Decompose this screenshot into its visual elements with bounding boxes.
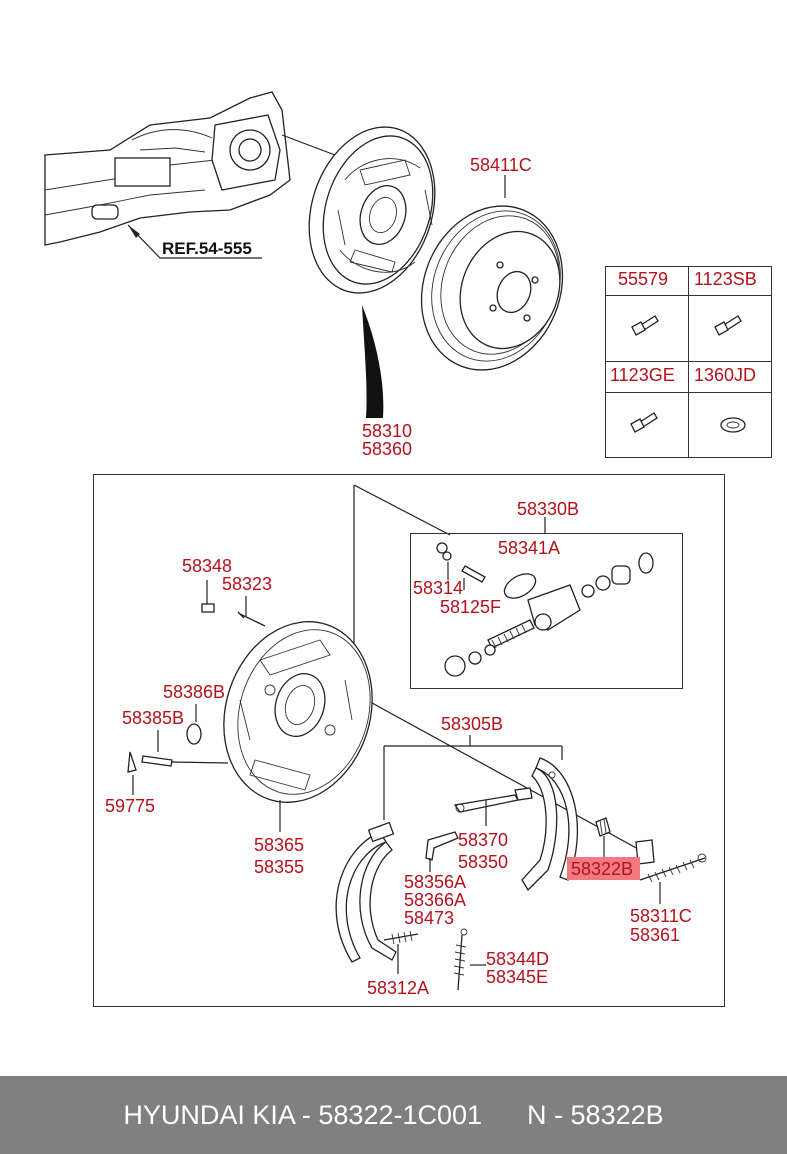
- parking-lever-drawing: [453, 787, 533, 813]
- wheel-cylinder-drawing: [436, 542, 654, 677]
- label-58355: 58355: [254, 857, 304, 877]
- bolt-icon-1123sb: [714, 315, 742, 336]
- brake-drum-drawing: [420, 205, 564, 371]
- label-58341a: 58341A: [498, 538, 560, 558]
- label-58323: 58323: [222, 574, 272, 594]
- brake-assembly-drawing: [308, 126, 436, 294]
- bolt-icon-1123ge: [630, 412, 658, 433]
- label-58305b: 58305B: [441, 714, 503, 734]
- pin-drawings: [201, 603, 266, 627]
- brake-shoe-right-drawing: [521, 757, 579, 892]
- label-58385b: 58385B: [122, 708, 184, 728]
- backing-plate-drawing: [223, 621, 373, 803]
- table-55579: 55579: [618, 269, 668, 289]
- fastener-table: 55579 1123SB 1123GE 1360JD: [605, 266, 772, 458]
- upper-spring-drawing: [639, 853, 707, 883]
- label-58411c: 58411C: [470, 155, 532, 175]
- label-58361: 58361: [630, 925, 680, 945]
- axle-frame-drawing: [44, 91, 291, 246]
- clip-icon-1360jd: [720, 417, 746, 433]
- label-58356a: 58356A: [404, 872, 466, 892]
- lower-spring-drawing: [453, 928, 468, 991]
- small-spring-drawing: [383, 930, 419, 945]
- label-58311c: 58311C: [630, 906, 692, 926]
- adjuster-spring-drawing: [595, 817, 655, 865]
- part-number-footer: HYUNDAI KIA - 58322-1C001 N - 58322B: [0, 1076, 787, 1154]
- label-58386b: 58386B: [163, 682, 225, 702]
- label-58360: 58360: [362, 439, 412, 459]
- label-58312a: 58312A: [367, 978, 429, 998]
- assembly-frame: [93, 474, 725, 1007]
- label-58330b: 58330B: [517, 499, 579, 519]
- hold-down-spring-drawing: [425, 831, 459, 861]
- wheel-cylinder-box: [410, 533, 683, 689]
- table-1123sb: 1123SB: [694, 269, 757, 289]
- label-58366a: 58366A: [404, 890, 466, 910]
- label-58348: 58348: [182, 556, 232, 576]
- label-58350: 58350: [458, 852, 508, 872]
- label-58314: 58314: [413, 578, 463, 598]
- highlight-58322b: [567, 857, 640, 880]
- label-58322b: 58322B: [571, 859, 633, 879]
- label-58310: 58310: [362, 421, 412, 441]
- label-58345e: 58345E: [486, 967, 548, 987]
- label-58370: 58370: [458, 830, 508, 850]
- ref-label: REF.54-555: [162, 239, 252, 258]
- footer-text: HYUNDAI KIA - 58322-1C001 N - 58322B: [123, 1099, 664, 1130]
- label-58344d: 58344D: [486, 949, 549, 969]
- label-59775: 59775: [105, 796, 155, 816]
- label-58365: 58365: [254, 835, 304, 855]
- label-58125f: 58125F: [440, 597, 501, 617]
- table-1360jd: 1360JD: [694, 365, 756, 385]
- label-58473: 58473: [404, 908, 454, 928]
- plug-drawings: [127, 723, 202, 773]
- table-1123ge: 1123GE: [610, 365, 675, 385]
- brake-shoe-left-drawing: [335, 821, 397, 963]
- bolt-icon-55579: [631, 315, 659, 336]
